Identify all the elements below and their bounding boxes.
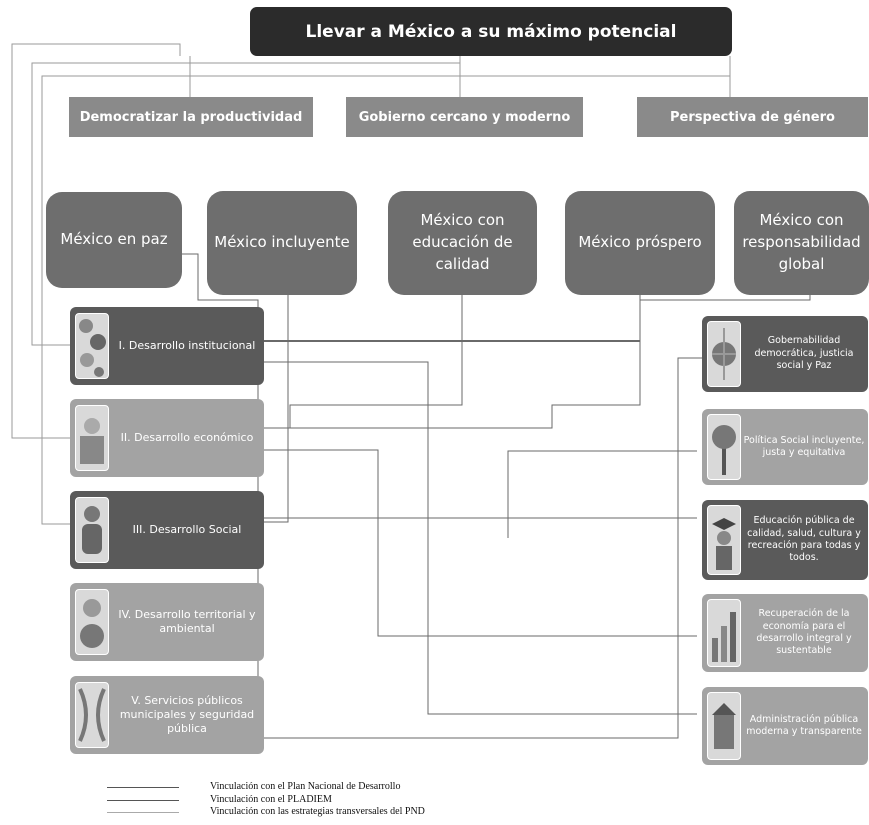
goal-mexico-prospero: México próspero xyxy=(565,191,715,295)
legend-label: Vinculación con el PLADIEM xyxy=(210,794,332,805)
pilar-label: Administración pública moderna y transpa… xyxy=(746,713,862,737)
strategy-perspectiva: Perspectiva de género xyxy=(637,97,868,137)
people-icon xyxy=(75,497,109,563)
bar-chart-icon xyxy=(707,599,741,667)
leaves-icon xyxy=(75,682,109,748)
pilar-educacion: Educación pública de calidad, salud, cul… xyxy=(702,500,868,580)
pilar-politica-social: Política Social incluyente, justa y equi… xyxy=(702,409,868,485)
building-icon xyxy=(707,692,741,760)
crowd-icon xyxy=(707,321,741,387)
eje-desarrollo-institucional: I. Desarrollo institucional xyxy=(70,307,264,385)
legend-label: Vinculación con el Plan Nacional de Desa… xyxy=(210,781,401,792)
eje-label: I. Desarrollo institucional xyxy=(118,338,256,352)
eje-desarrollo-territorial: IV. Desarrollo territorial y ambiental xyxy=(70,583,264,661)
eje-desarrollo-social: III. Desarrollo Social xyxy=(70,491,264,569)
goal-mexico-incluyente: México incluyente xyxy=(207,191,357,295)
eje-servicios-publicos: V. Servicios públicos municipales y segu… xyxy=(70,676,264,754)
eje-label: III. Desarrollo Social xyxy=(132,522,242,536)
goal-mexico-responsabilidad: México con responsabilidad global xyxy=(734,191,869,295)
main-title: Llevar a México a su máximo potencial xyxy=(250,7,732,56)
pilar-label: Educación pública de calidad, salud, cul… xyxy=(747,515,861,564)
girl-earth-icon xyxy=(75,589,109,655)
strategy-gobierno: Gobierno cercano y moderno xyxy=(346,97,583,137)
tree-icon xyxy=(707,414,741,480)
pilar-administracion: Administración pública moderna y transpa… xyxy=(702,687,868,765)
pilar-label: Gobernabilidad democrática, justicia soc… xyxy=(754,335,854,372)
eje-label: II. Desarrollo económico xyxy=(120,430,254,444)
eje-desarrollo-economico: II. Desarrollo económico xyxy=(70,399,264,477)
economy-icon xyxy=(75,405,109,471)
pilar-recuperacion: Recuperación de la economía para el desa… xyxy=(702,594,868,672)
legend-line xyxy=(107,787,179,788)
eje-label: IV. Desarrollo territorial y ambiental xyxy=(118,607,256,635)
legend-line xyxy=(107,800,179,801)
pilar-gobernabilidad: Gobernabilidad democrática, justicia soc… xyxy=(702,316,868,392)
goal-mexico-en-paz: México en paz xyxy=(46,192,182,288)
pilar-label: Política Social incluyente, justa y equi… xyxy=(743,434,865,458)
strategy-democratizar: Democratizar la productividad xyxy=(69,97,313,137)
graduate-icon xyxy=(707,505,741,575)
legend-line xyxy=(107,812,179,813)
gears-icon xyxy=(75,313,109,379)
eje-label: V. Servicios públicos municipales y segu… xyxy=(119,693,255,736)
goal-mexico-educacion: México con educación de calidad xyxy=(388,191,537,295)
legend-label: Vinculación con las estrategias transver… xyxy=(210,806,425,817)
pilar-label: Recuperación de la economía para el desa… xyxy=(756,608,852,657)
